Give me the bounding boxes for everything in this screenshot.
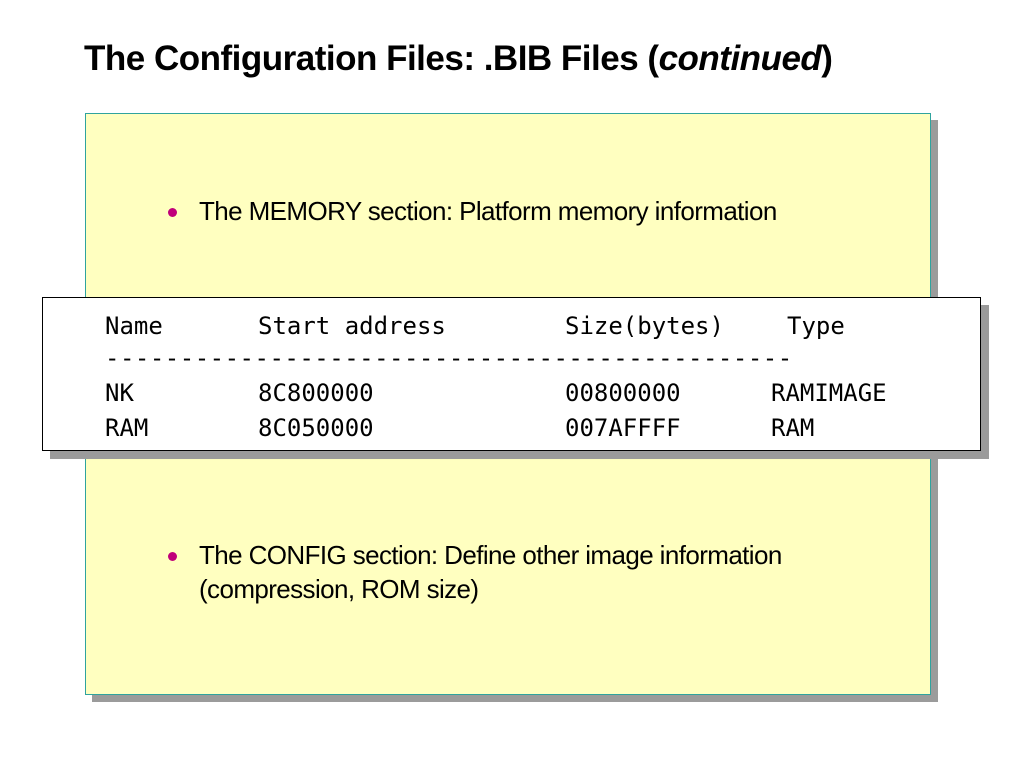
table-header-size: Size(bytes) (565, 312, 724, 340)
bullet-memory-section: The MEMORY section: Platform memory info… (199, 194, 777, 228)
slide-title-text: The Configuration Files: .BIB Files ( (84, 39, 659, 78)
bullet-line: The CONFIG section: Define other image i… (199, 540, 782, 570)
table-cell-start-address: 8C800000 (258, 379, 374, 407)
slide-title-suffix: ) (821, 39, 833, 78)
table-cell-size: 00800000 (565, 379, 681, 407)
table-cell-type: RAM (771, 414, 815, 442)
bullet-config-section: The CONFIG section: Define other image i… (199, 538, 782, 606)
bullet-dot-icon (168, 208, 177, 217)
table-cell-start-address: 8C050000 (258, 414, 374, 442)
bullet-line: (compression, ROM size) (199, 574, 479, 604)
table-separator: ----------------------------------------… (105, 344, 793, 372)
table-cell-type: RAMIMAGE (771, 379, 887, 407)
table-header-start-address: Start address (258, 312, 446, 340)
bullet-line: The MEMORY section: Platform memory info… (199, 196, 777, 226)
slide-title: The Configuration Files: .BIB Files (con… (84, 34, 833, 84)
memory-table-box (42, 297, 981, 451)
table-header-type: Type (787, 312, 845, 340)
slide-title-italic: continued (658, 39, 822, 78)
table-cell-name: RAM (105, 414, 149, 442)
bullet-dot-icon (168, 552, 177, 561)
table-header-name: Name (105, 312, 163, 340)
table-cell-name: NK (105, 379, 134, 407)
table-cell-size: 007AFFFF (565, 414, 681, 442)
